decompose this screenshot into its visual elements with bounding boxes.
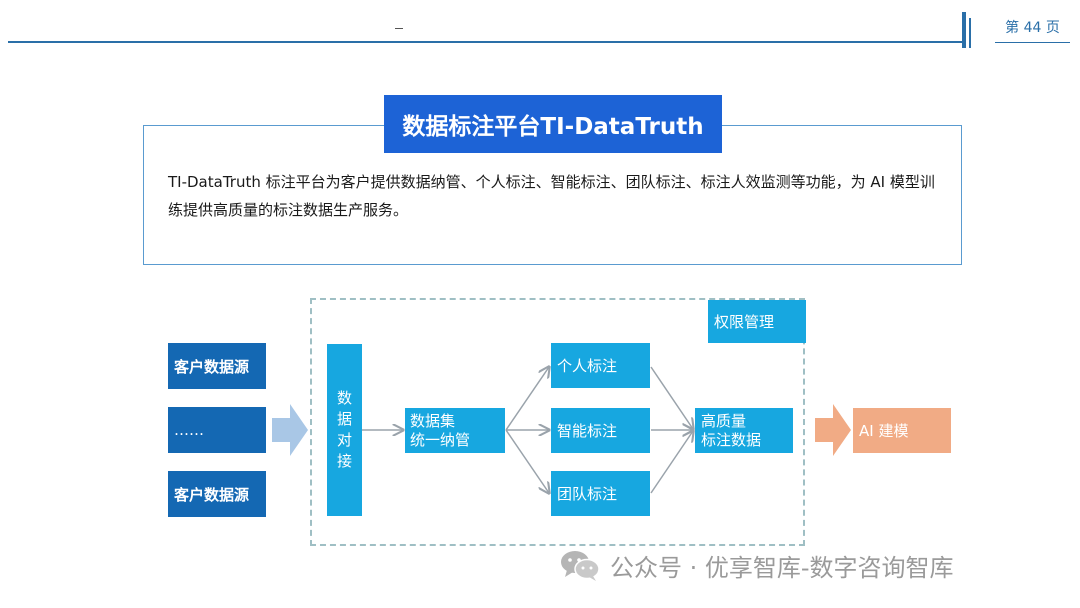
source-box-ellipsis: ……: [168, 407, 266, 453]
header-dash: [395, 28, 403, 29]
personal-annotation-box: 个人标注: [551, 343, 650, 388]
data-connect-box: 数据对接: [327, 344, 362, 516]
platform-frame: [310, 298, 805, 546]
high-quality-data-label: 高质量 标注数据: [701, 411, 762, 449]
team-annotation-box: 团队标注: [551, 471, 650, 516]
header-accent-bar-thin: [969, 18, 971, 48]
smart-annotation-box: 智能标注: [551, 408, 650, 453]
connector-dataset-personal: [505, 367, 549, 431]
title-banner: 数据标注平台TI-DataTruth: [384, 95, 722, 153]
page-number: 第 44 页: [995, 14, 1070, 43]
data-connect-label: 数据对接: [336, 389, 352, 470]
connector-personal-hq: [650, 366, 693, 429]
connector-team-hq: [650, 431, 693, 494]
source-box: 客户数据源: [168, 343, 266, 389]
dataset-management-label: 数据集 统一纳管: [410, 411, 471, 449]
output-arrow: [815, 404, 851, 456]
dataset-management-box: 数据集 统一纳管: [405, 408, 505, 453]
connector-dataset-team: [505, 429, 549, 493]
header-divider: [8, 41, 963, 43]
header-accent-bar: [962, 12, 966, 48]
description-text: TI-DataTruth 标注平台为客户提供数据纳管、个人标注、智能标注、团队标…: [168, 173, 935, 219]
watermark: 公众号 · 优享智库-数字咨询智库: [560, 545, 954, 585]
source-box: 客户数据源: [168, 471, 266, 517]
ai-modeling-box: AI 建模: [853, 408, 951, 453]
wechat-icon: [561, 551, 600, 581]
input-arrow: [272, 404, 308, 456]
high-quality-data-box: 高质量 标注数据: [695, 408, 793, 453]
watermark-text: 公众号 · 优享智库-数字咨询智库: [610, 553, 954, 582]
permission-management-box: 权限管理: [708, 300, 806, 343]
